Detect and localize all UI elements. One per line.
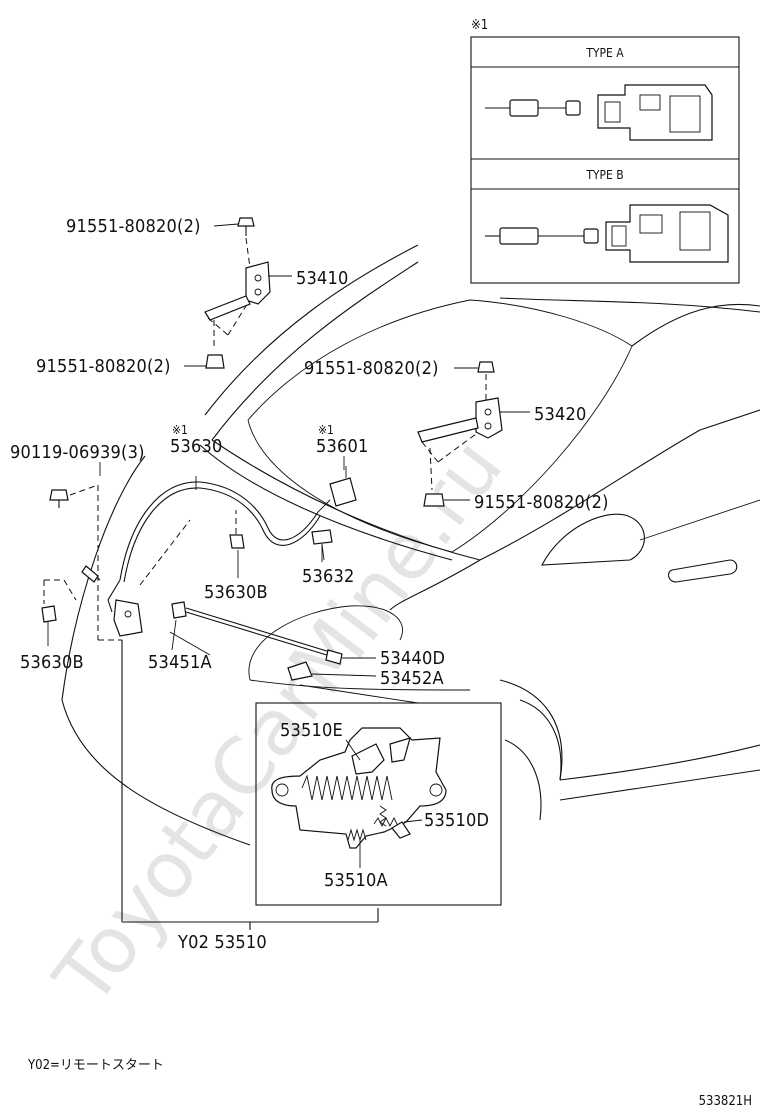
leader-lock-d — [403, 819, 423, 823]
footnote: Y02=リモートスタート — [27, 1058, 164, 1073]
label-clip-screw: 90119-06939(3) — [10, 442, 145, 463]
label-bolt-left-lower: 91551-80820(2) — [36, 356, 171, 377]
hood-courtesy-switch — [317, 466, 357, 513]
leader-support-holder — [171, 619, 177, 651]
leader-support-clip — [311, 673, 377, 677]
label-bolt-right-lower: 91551-80820(2) — [474, 492, 609, 513]
type-b-label: TYPE B — [585, 168, 623, 182]
label-bracket: 53632 — [302, 566, 355, 587]
connector-type-inset: ※1 TYPE A TYPE B — [470, 18, 740, 284]
label-cable-mark: ※1 — [172, 423, 188, 437]
label-switch: 53601 — [316, 436, 369, 457]
hood-lock-detail — [255, 684, 502, 906]
label-support-holder: 53451A — [148, 652, 212, 673]
label-support-clip: 53452A — [380, 668, 444, 689]
type-b-connector — [485, 204, 729, 263]
label-clamp-left: 53630B — [20, 652, 84, 673]
hood-hinge-left — [204, 217, 271, 369]
watermark: ToyotaCarMine.ru — [38, 423, 521, 1022]
car-body-outline — [61, 244, 760, 846]
leader-bolt-top — [213, 223, 239, 227]
clamp-left — [41, 579, 77, 623]
label-lock-assy: Y02 53510 — [177, 932, 267, 953]
label-lock-e: 53510E — [280, 720, 343, 741]
hood-support-rod — [169, 601, 343, 681]
label-hinge-right: 53420 — [534, 404, 587, 425]
label-cable: 53630 — [170, 436, 223, 457]
label-clamp-center: 53630B — [204, 582, 268, 603]
clamp-center — [139, 510, 245, 586]
assembly-bracket — [121, 640, 379, 930]
label-switch-mark: ※1 — [318, 423, 334, 437]
label-hood-support: 53440D — [380, 648, 445, 669]
leader-lock-e — [345, 739, 361, 761]
hood-release-cable — [81, 481, 321, 613]
label-lock-a: 53510A — [324, 870, 388, 891]
cable-bracket — [311, 529, 333, 561]
label-bolt-top: 91551-80820(2) — [66, 216, 201, 237]
type-a-connector — [485, 84, 713, 141]
diagram-code: 533821H — [699, 1094, 752, 1109]
label-lock-d: 53510D — [424, 810, 489, 831]
clip-screw — [49, 484, 99, 640]
type-a-label: TYPE A — [585, 46, 624, 60]
label-hinge-left: 53410 — [296, 268, 349, 289]
label-bolt-right-upper: 91551-80820(2) — [304, 358, 439, 379]
inset-mark: ※1 — [471, 18, 488, 33]
hood-lock-small — [98, 599, 143, 641]
hood-hinge-right — [417, 361, 503, 507]
